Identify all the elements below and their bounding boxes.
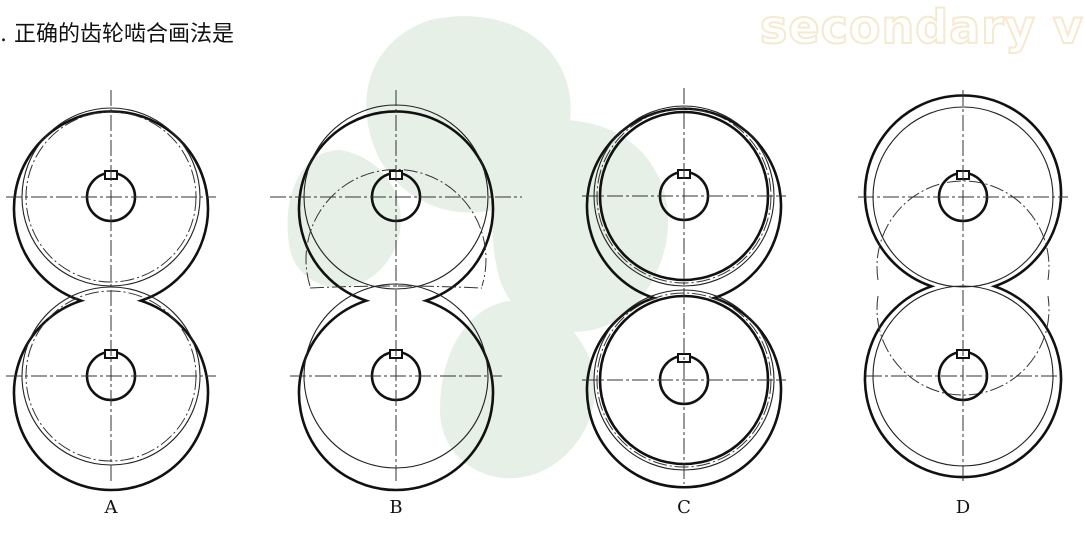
watermark-text: secondary v xyxy=(759,0,1084,55)
figure-a xyxy=(6,90,216,492)
leaf-watermark-icon xyxy=(287,16,669,479)
figure-d xyxy=(858,90,1068,484)
question-text: . 正确的齿轮啮合画法是 xyxy=(0,22,234,47)
option-b-label: B xyxy=(389,497,403,518)
figure-b xyxy=(270,90,522,492)
figure-c xyxy=(582,88,786,489)
option-c-label: C xyxy=(677,497,691,518)
option-a-label: A xyxy=(104,497,118,518)
option-d-label: D xyxy=(955,497,971,518)
